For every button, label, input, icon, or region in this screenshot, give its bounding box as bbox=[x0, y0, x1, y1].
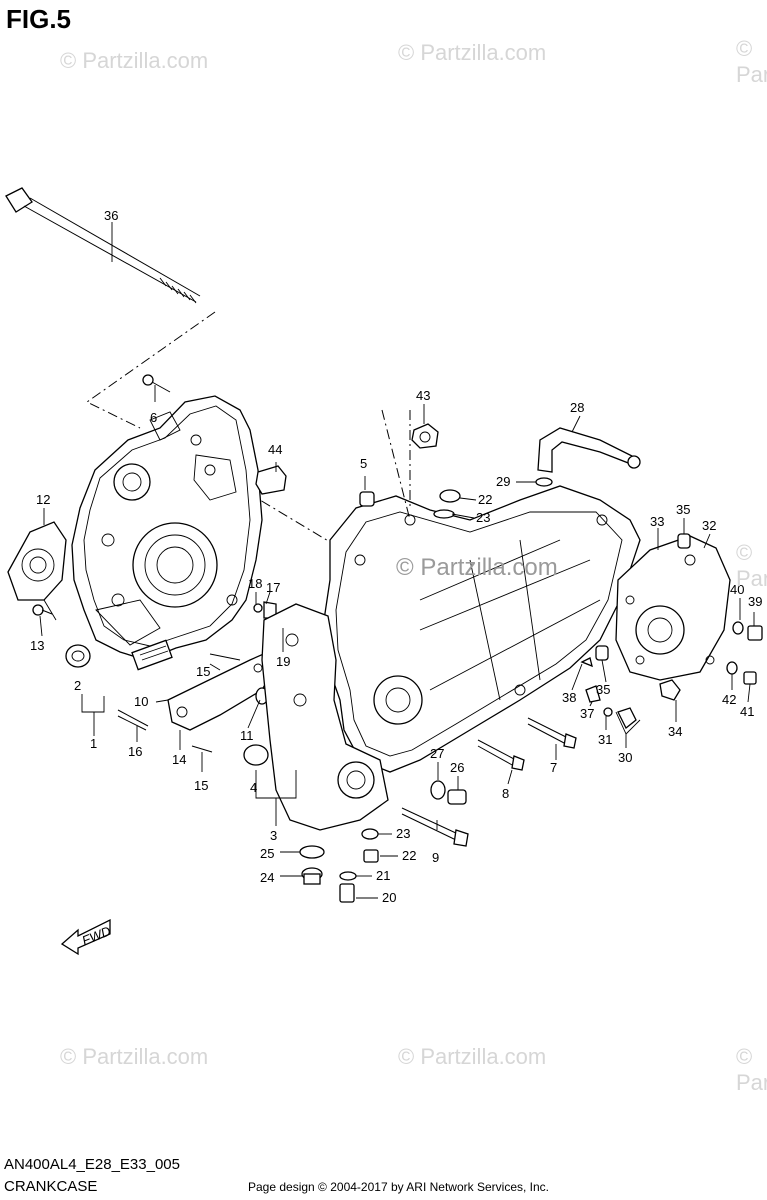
callout-23-upper: 23 bbox=[476, 510, 490, 525]
callout-35-upper: 35 bbox=[676, 502, 690, 517]
callout-35-lower: 35 bbox=[596, 682, 610, 697]
callout-15-lower: 15 bbox=[194, 778, 208, 793]
callout-38: 39 bbox=[748, 594, 762, 609]
callout-6: 6 bbox=[150, 410, 157, 425]
watermark: © Partzilla.com bbox=[60, 1044, 209, 1069]
callout-1: 1 bbox=[90, 736, 97, 751]
forward-direction-arrow: FWD bbox=[60, 918, 113, 956]
callout-5: 5 bbox=[360, 456, 367, 471]
part-5-dowel bbox=[359, 491, 375, 507]
part-22-23-drain bbox=[433, 489, 461, 519]
part-39-38-plug bbox=[732, 621, 763, 641]
callout-13: 13 bbox=[30, 638, 44, 653]
watermark: © Partzilla.com bbox=[398, 40, 547, 65]
left-crankcase-half bbox=[71, 395, 263, 661]
callout-34: 34 bbox=[668, 724, 682, 739]
figure-title: FIG.5 bbox=[6, 4, 72, 34]
callout-43: 43 bbox=[416, 388, 430, 403]
middle-crankcase-section bbox=[261, 603, 389, 831]
part-32-33-cover bbox=[615, 535, 731, 681]
callout-14: 14 bbox=[172, 752, 186, 767]
callout-25: 25 bbox=[260, 846, 274, 861]
watermark: © Partzilla.com bbox=[736, 1044, 767, 1095]
part-42-bolt bbox=[5, 187, 201, 304]
part-30-31-36-37-bolts bbox=[580, 657, 637, 730]
watermark: © Partzilla.com bbox=[60, 48, 209, 73]
callout-11: 11 bbox=[240, 728, 254, 743]
watermark: © Partzilla.com bbox=[396, 554, 558, 581]
callout-39: 40 bbox=[730, 582, 744, 597]
callout-40: 41 bbox=[740, 704, 754, 719]
part-10-strainer bbox=[131, 639, 173, 671]
fwd-label: FWD bbox=[80, 923, 113, 948]
callout-labels: 36 6 12 13 2 1 16 10 14 15 15 19 18 17 4… bbox=[30, 208, 762, 905]
part-29-clamp bbox=[535, 477, 553, 487]
part-4-dowel bbox=[243, 744, 269, 766]
callout-20: 20 bbox=[382, 890, 396, 905]
watermark: © Partzilla.com bbox=[736, 36, 767, 87]
part-14-oil-plate bbox=[167, 651, 273, 731]
callout-17: 17 bbox=[266, 580, 280, 595]
callout-7: 7 bbox=[550, 760, 557, 775]
callout-22-lower: 22 bbox=[402, 848, 416, 863]
callout-36: 37 bbox=[580, 706, 594, 721]
part-15-bolts bbox=[191, 653, 241, 753]
right-crankcase-half bbox=[323, 485, 641, 773]
part-25-oring bbox=[299, 845, 325, 859]
part-24-plug bbox=[301, 867, 323, 885]
callout-41: 42 bbox=[722, 692, 736, 707]
part-6-bolt bbox=[142, 374, 171, 393]
leader-lines bbox=[39, 222, 755, 899]
callout-32: 32 bbox=[702, 518, 716, 533]
part-16-bolt bbox=[117, 709, 149, 731]
callout-44: 44 bbox=[268, 442, 282, 457]
callout-29: 29 bbox=[496, 474, 510, 489]
part-43-nut bbox=[411, 423, 439, 449]
callout-12: 12 bbox=[36, 492, 50, 507]
model-code: AN400AL4_E28_E33_005 bbox=[4, 1156, 180, 1173]
callout-30: 30 bbox=[618, 750, 632, 765]
callout-28: 28 bbox=[570, 400, 584, 415]
callout-3: 3 bbox=[270, 828, 277, 843]
section-name: CRANKCASE bbox=[4, 1178, 98, 1195]
page-credit: Page design © 2004-2017 by ARI Network S… bbox=[248, 1180, 550, 1194]
callout-22-upper: 22 bbox=[478, 492, 492, 507]
part-44-connector bbox=[255, 465, 287, 495]
callout-26: 26 bbox=[450, 760, 464, 775]
part-2-dowel bbox=[65, 644, 91, 668]
part-20-21-22-23-drain bbox=[339, 828, 379, 903]
watermark: © Partzilla.com bbox=[736, 540, 767, 591]
callout-27: 27 bbox=[430, 746, 444, 761]
callout-10: 10 bbox=[134, 694, 148, 709]
callout-42: 36 bbox=[104, 208, 118, 223]
callout-23-lower: 23 bbox=[396, 826, 410, 841]
watermark: © Partzilla.com bbox=[398, 1044, 547, 1069]
callout-31: 31 bbox=[598, 732, 612, 747]
callout-21: 21 bbox=[376, 868, 390, 883]
callout-24: 24 bbox=[260, 870, 274, 885]
part-41-40-plug bbox=[726, 661, 757, 685]
callout-15-upper: 15 bbox=[196, 664, 210, 679]
callout-8: 8 bbox=[502, 786, 509, 801]
part-12-cover bbox=[7, 521, 67, 601]
part-9-bolt bbox=[401, 807, 469, 847]
part-34-bolt bbox=[659, 679, 681, 701]
part-26-27-plug bbox=[430, 780, 467, 805]
part-28-hose bbox=[537, 427, 641, 473]
callout-33: 33 bbox=[650, 514, 664, 529]
part-13-bolt bbox=[32, 604, 53, 616]
callout-9: 9 bbox=[432, 850, 439, 865]
callout-18: 18 bbox=[248, 576, 262, 591]
callout-2: 2 bbox=[74, 678, 81, 693]
callout-37: 38 bbox=[562, 690, 576, 705]
part-8-bolt bbox=[477, 739, 525, 771]
callout-16: 16 bbox=[128, 744, 142, 759]
callout-19: 19 bbox=[276, 654, 290, 669]
callout-4: 4 bbox=[250, 780, 257, 795]
part-7-bolt bbox=[527, 717, 577, 749]
